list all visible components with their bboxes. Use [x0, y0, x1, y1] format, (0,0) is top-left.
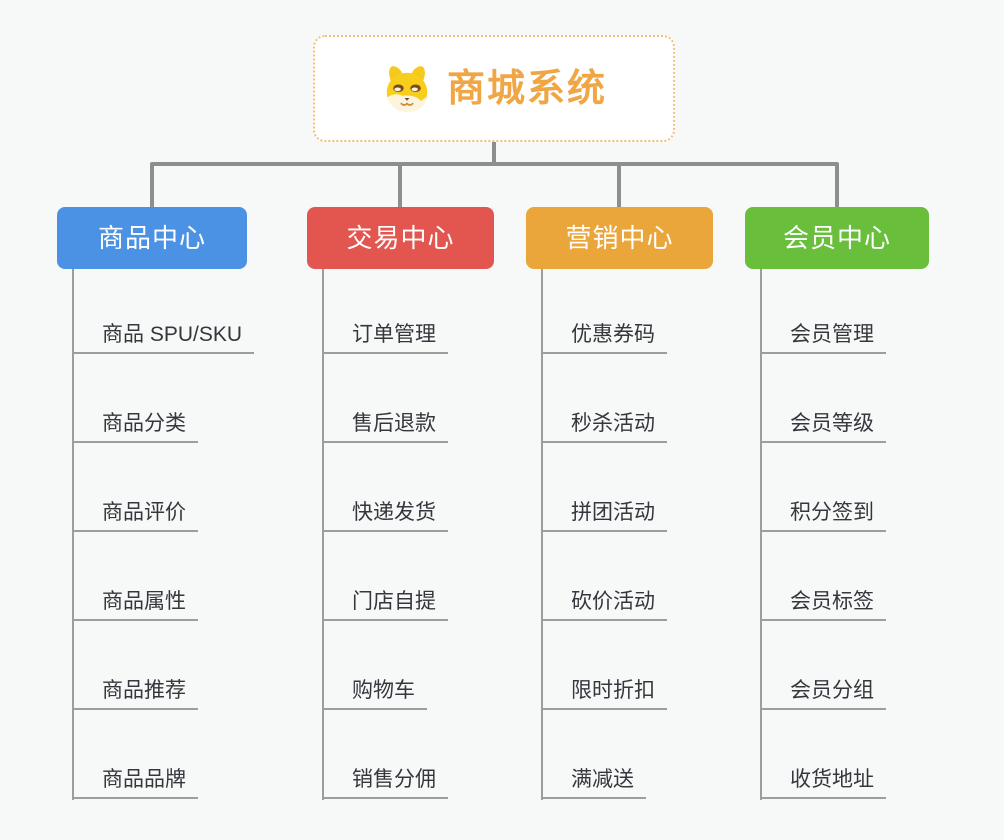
leaf-topic[interactable]: 商品评价	[72, 494, 198, 532]
leaf-topic[interactable]: 商品推荐	[72, 672, 198, 710]
connector-stub-product	[150, 164, 154, 207]
leaf-topic[interactable]: 秒杀活动	[541, 405, 667, 443]
leaf-topic[interactable]: 门店自提	[322, 583, 448, 621]
root-topic[interactable]: 商城系统	[313, 35, 675, 142]
connector-root-stub	[492, 142, 496, 164]
leaf-topic[interactable]: 商品属性	[72, 583, 198, 621]
leaf-topic[interactable]: 会员等级	[760, 405, 886, 443]
connector-trunk-trade	[322, 269, 324, 800]
leaf-topic[interactable]: 商品分类	[72, 405, 198, 443]
connector-bus	[150, 162, 839, 166]
leaf-topic[interactable]: 拼团活动	[541, 494, 667, 532]
leaf-topic[interactable]: 购物车	[322, 672, 427, 710]
shiba-dog-icon	[381, 63, 433, 115]
connector-trunk-marketing	[541, 269, 543, 800]
connector-stub-member	[835, 164, 839, 207]
leaf-topic[interactable]: 会员分组	[760, 672, 886, 710]
branch-node-trade-center[interactable]: 交易中心	[307, 207, 494, 269]
branch-label: 营销中心	[565, 223, 674, 253]
connector-trunk-member	[760, 269, 762, 800]
branch-label: 商品中心	[97, 223, 206, 253]
leaf-topic[interactable]: 限时折扣	[541, 672, 667, 710]
leaf-topic[interactable]: 商品 SPU/SKU	[72, 316, 255, 354]
leaf-topic[interactable]: 商品品牌	[72, 761, 198, 799]
branch-node-member-center[interactable]: 会员中心	[745, 207, 929, 269]
leaf-topic[interactable]: 售后退款	[322, 405, 448, 443]
leaf-topic[interactable]: 订单管理	[322, 316, 448, 354]
leaf-topic[interactable]: 积分签到	[760, 494, 886, 532]
branch-label: 会员中心	[782, 223, 891, 253]
connector-stub-marketing	[617, 164, 621, 207]
connector-stub-trade	[398, 164, 402, 207]
leaf-topic[interactable]: 会员管理	[760, 316, 886, 354]
leaf-topic[interactable]: 优惠券码	[541, 316, 667, 354]
branch-node-product-center[interactable]: 商品中心	[57, 207, 247, 269]
root-topic-label: 商城系统	[446, 67, 607, 110]
leaf-topic[interactable]: 销售分佣	[322, 761, 448, 799]
leaf-topic[interactable]: 砍价活动	[541, 583, 667, 621]
leaf-topic[interactable]: 满减送	[541, 761, 646, 799]
leaf-topic[interactable]: 快递发货	[322, 494, 448, 532]
connector-trunk-product	[72, 269, 74, 800]
branch-label: 交易中心	[346, 223, 455, 253]
leaf-topic[interactable]: 会员标签	[760, 583, 886, 621]
leaf-topic[interactable]: 收货地址	[760, 761, 886, 799]
branch-node-marketing-center[interactable]: 营销中心	[526, 207, 713, 269]
